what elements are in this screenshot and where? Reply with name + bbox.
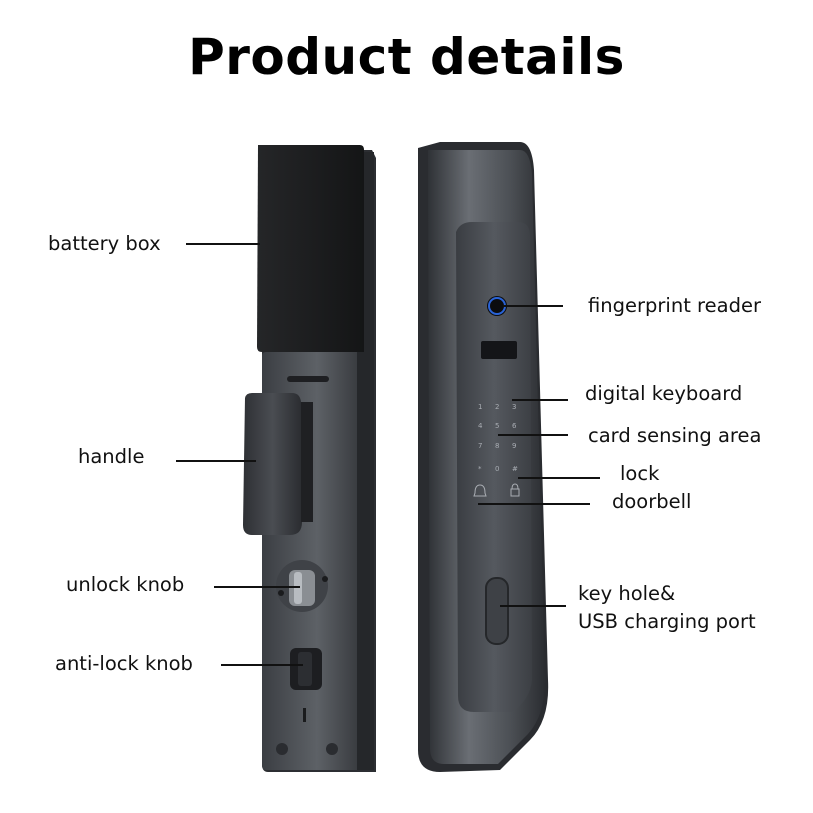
key-8: 8 [495, 442, 499, 450]
key-hash: # [512, 465, 518, 473]
key-7: 7 [478, 442, 482, 450]
battery-box [257, 145, 364, 352]
label-card-sensing-area: card sensing area [588, 424, 762, 447]
page-title: Product details [188, 28, 625, 86]
leader-keyboard [512, 399, 568, 401]
leader-handle [176, 460, 256, 462]
leader-card-area [498, 434, 568, 436]
key-3: 3 [512, 403, 516, 411]
front-lock-body: 1 2 3 4 5 6 7 8 9 * 0 # [418, 142, 549, 772]
leader-doorbell [478, 503, 590, 505]
label-key-hole: key hole& USB charging port [578, 580, 756, 636]
label-fingerprint-reader: fingerprint reader [588, 294, 761, 317]
key-6: 6 [512, 422, 517, 430]
key-4: 4 [478, 422, 483, 430]
label-handle: handle [78, 445, 145, 468]
key-1: 1 [478, 403, 482, 411]
label-key-hole-line2: USB charging port [578, 610, 756, 633]
key-star: * [478, 465, 482, 473]
key-9: 9 [512, 442, 516, 450]
label-doorbell: doorbell [612, 490, 692, 513]
display [481, 341, 517, 359]
label-lock: lock [620, 462, 660, 485]
handle [243, 393, 302, 535]
key-5: 5 [495, 422, 499, 430]
lock-icon [510, 488, 520, 497]
label-battery-box: battery box [48, 232, 161, 255]
vent-slot [287, 376, 329, 382]
label-anti-lock-knob: anti-lock knob [55, 652, 193, 675]
doorbell-icon [473, 484, 487, 497]
leader-battery-box [186, 243, 260, 245]
leader-unlock-knob [214, 586, 300, 588]
label-key-hole-line1: key hole& [578, 582, 676, 605]
key-hole [485, 577, 509, 645]
label-digital-keyboard: digital keyboard [585, 382, 743, 405]
label-unlock-knob: unlock knob [66, 573, 185, 596]
leader-fingerprint [503, 305, 563, 307]
leader-anti-lock-knob [221, 664, 303, 666]
key-0: 0 [495, 465, 499, 473]
key-2: 2 [495, 403, 499, 411]
rear-lock-body [243, 145, 376, 772]
leader-key-hole [500, 605, 566, 607]
leader-lock [518, 477, 600, 479]
